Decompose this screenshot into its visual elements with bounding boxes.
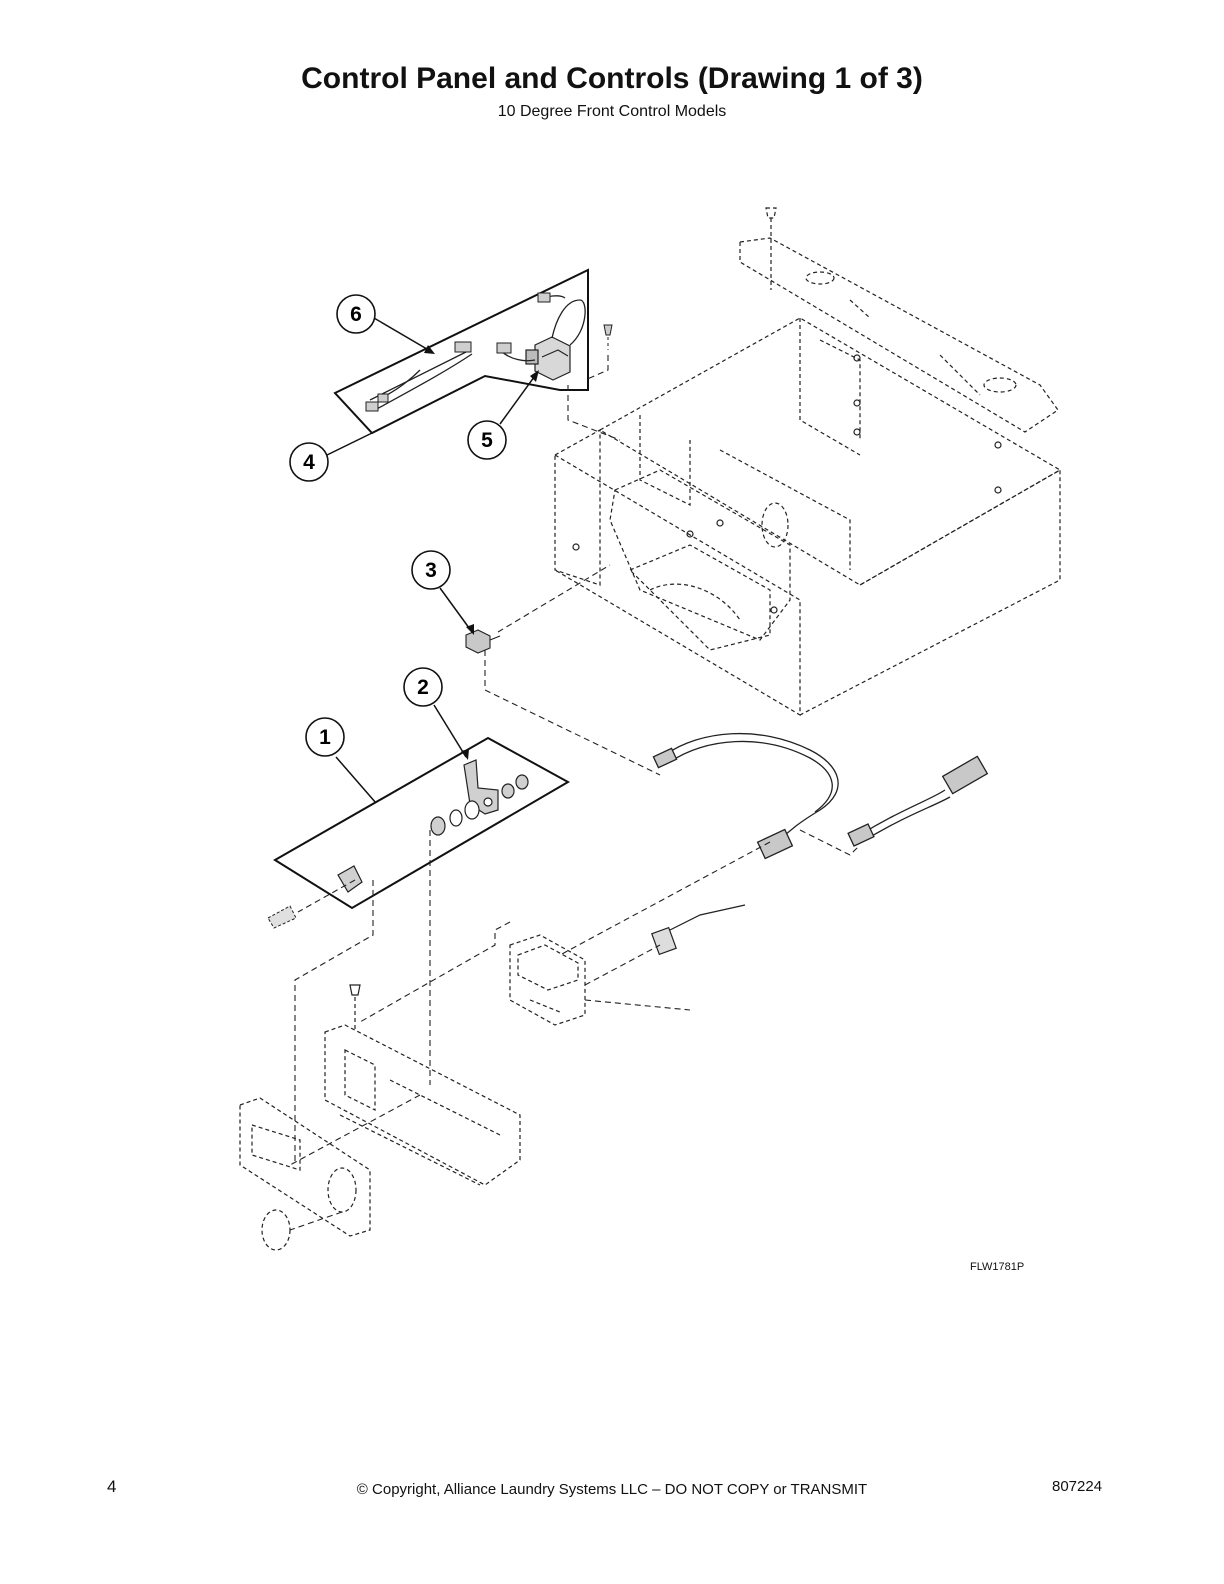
callout-2: 2 bbox=[403, 667, 443, 707]
document-number: 807224 bbox=[1052, 1478, 1103, 1495]
callout-leaders bbox=[326, 317, 538, 804]
control-board bbox=[509, 904, 746, 1026]
svg-text:6: 6 bbox=[350, 303, 362, 326]
svg-text:3: 3 bbox=[425, 559, 437, 582]
knob-kit-inset bbox=[267, 736, 571, 929]
page-subtitle: 10 Degree Front Control Models bbox=[497, 103, 727, 120]
svg-text:2: 2 bbox=[417, 676, 429, 699]
drawing-code: FLW1781P bbox=[970, 1261, 1025, 1273]
console-cabinet bbox=[554, 207, 1062, 717]
transformer-kit-inset bbox=[333, 268, 613, 435]
assembly-lines bbox=[289, 355, 861, 1231]
copyright-notice: © Copyright, Alliance Laundry Systems LL… bbox=[356, 1481, 868, 1498]
svg-text:5: 5 bbox=[481, 429, 493, 452]
control-bracket bbox=[324, 984, 521, 1186]
faceplate-overlay bbox=[239, 1097, 371, 1251]
callout-4: 4 bbox=[289, 442, 329, 482]
callout-1: 1 bbox=[305, 717, 345, 757]
callout-3: 3 bbox=[411, 550, 451, 590]
svg-text:1: 1 bbox=[319, 726, 331, 749]
svg-text:4: 4 bbox=[303, 451, 315, 474]
callout-5: 5 bbox=[467, 420, 507, 460]
callout-arrowheads bbox=[424, 345, 539, 760]
callout-6: 6 bbox=[336, 294, 376, 334]
wiring-harness bbox=[652, 732, 989, 860]
page-title: Control Panel and Controls (Drawing 1 of… bbox=[301, 62, 923, 95]
page-number: 4 bbox=[107, 1477, 117, 1496]
switch-part bbox=[465, 629, 501, 654]
